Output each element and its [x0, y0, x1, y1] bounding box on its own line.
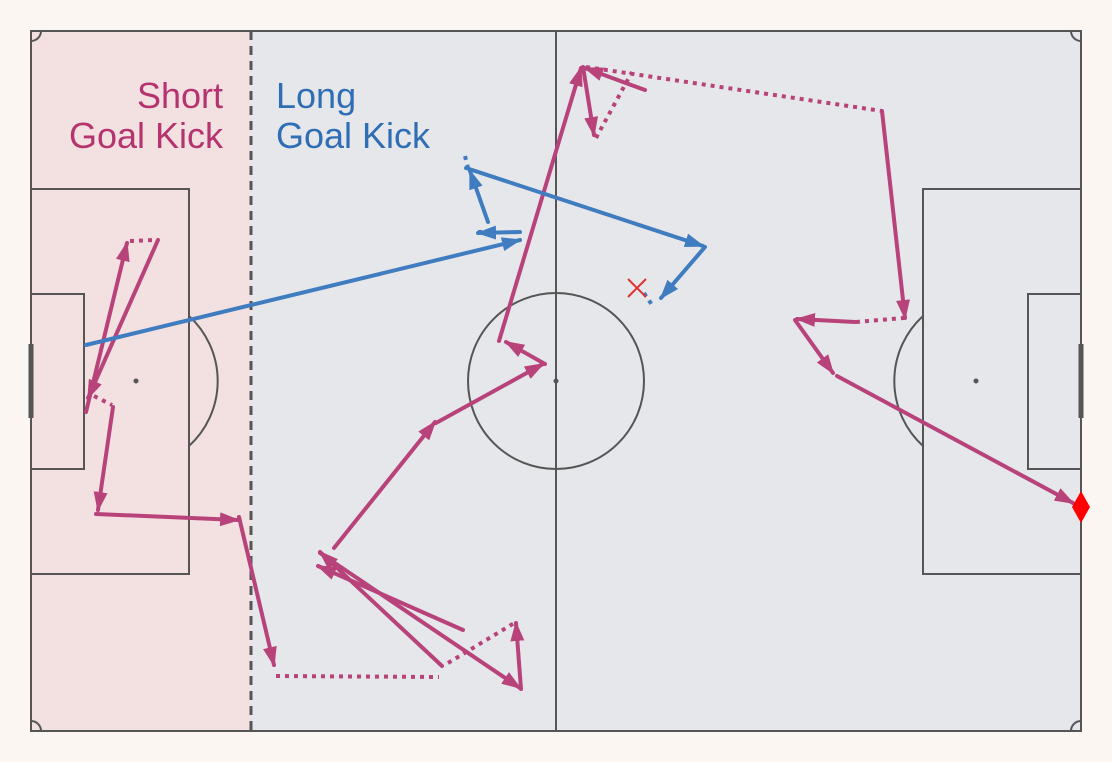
right-penalty-arc	[893, 315, 924, 447]
carry-line	[446, 620, 518, 665]
centre-spot	[553, 378, 559, 384]
lost-ball-cross-icon	[627, 278, 647, 298]
pass-arrow	[504, 340, 547, 366]
left-penalty-spot	[133, 378, 139, 384]
pass-arrow	[793, 318, 835, 375]
carry-line	[93, 394, 113, 407]
pass-arrow	[659, 245, 707, 300]
carry-line	[594, 71, 634, 139]
pass-arrow	[332, 420, 437, 550]
corner-arc-top-left	[30, 30, 42, 42]
pass-arrow	[795, 312, 857, 327]
centre-circle	[467, 292, 645, 470]
pass-arrow	[434, 362, 545, 425]
left-penalty-arc	[188, 315, 219, 447]
pass-arrow	[497, 66, 583, 343]
short-goal-kick-zone	[31, 31, 251, 731]
long-goal-kick-label-line1: Long	[276, 75, 356, 116]
pass-arrow	[468, 169, 490, 224]
carry-line	[275, 674, 440, 679]
pass-arrow	[237, 515, 277, 667]
long-goal-kick-label-line2: Goal Kick	[276, 115, 431, 156]
pass-arrow	[318, 551, 522, 690]
short-goal-kick-label-line1: Short	[137, 75, 223, 116]
corner-arc-top-right	[1070, 30, 1082, 42]
corner-arc-bottom-right	[1070, 720, 1082, 732]
corner-arc-bottom-left	[30, 720, 42, 732]
short-goal-kick-label-line2: Goal Kick	[69, 115, 224, 156]
right-penalty-spot	[973, 378, 979, 384]
goal-posts	[28, 344, 1084, 418]
pass-arrow	[94, 512, 240, 527]
carry-line	[463, 155, 470, 169]
short-goal-kick-carries	[93, 65, 905, 679]
pass-arrow	[476, 225, 522, 240]
carry-line	[129, 238, 157, 243]
pass-arrow	[84, 237, 522, 347]
pass-arrow	[464, 166, 705, 248]
pass-arrow	[84, 241, 130, 414]
pass-arrow	[86, 238, 160, 400]
goal-diamond-icon	[1072, 491, 1090, 523]
long-goal-kick-passes	[84, 166, 707, 347]
pass-arrow	[583, 66, 647, 92]
pass-arrow	[318, 550, 444, 668]
shot-arrow	[835, 374, 1075, 505]
pass-arrow	[93, 405, 115, 512]
pass-arrow	[880, 109, 910, 320]
short-goal-kick-passes	[84, 65, 1075, 691]
pass-arrow	[510, 621, 525, 691]
pass-arrow	[316, 564, 465, 632]
